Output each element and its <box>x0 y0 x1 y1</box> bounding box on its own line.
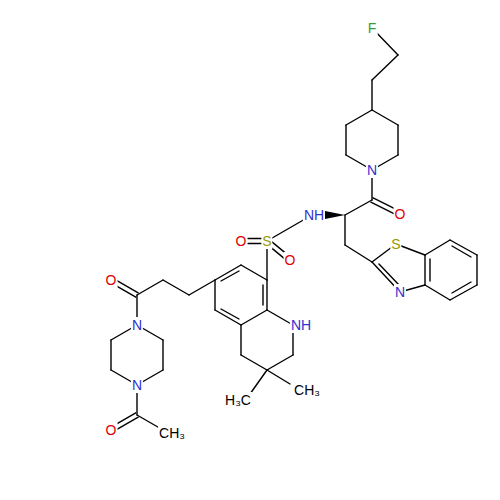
atom-label: H₃C <box>224 392 252 408</box>
atom-label: O <box>105 272 118 288</box>
atom-label: F <box>367 20 378 36</box>
atom-label: S <box>390 236 401 252</box>
atom-label: CH₃ <box>158 425 186 441</box>
stereo-wedge <box>325 211 345 219</box>
atom-label: S <box>261 233 272 249</box>
atom-label: NH <box>303 207 325 223</box>
atom-label: NH <box>290 317 312 333</box>
atom-label: O <box>394 206 407 222</box>
atom-label: O <box>235 233 248 249</box>
atom-label: O <box>105 422 118 438</box>
atom-label: N <box>131 377 143 393</box>
atom-label: N <box>394 284 406 300</box>
atom-label: N <box>131 317 143 333</box>
atom-label: N <box>366 162 378 178</box>
atom-label: CH₃ <box>293 382 321 398</box>
atom-label: O <box>284 252 297 268</box>
